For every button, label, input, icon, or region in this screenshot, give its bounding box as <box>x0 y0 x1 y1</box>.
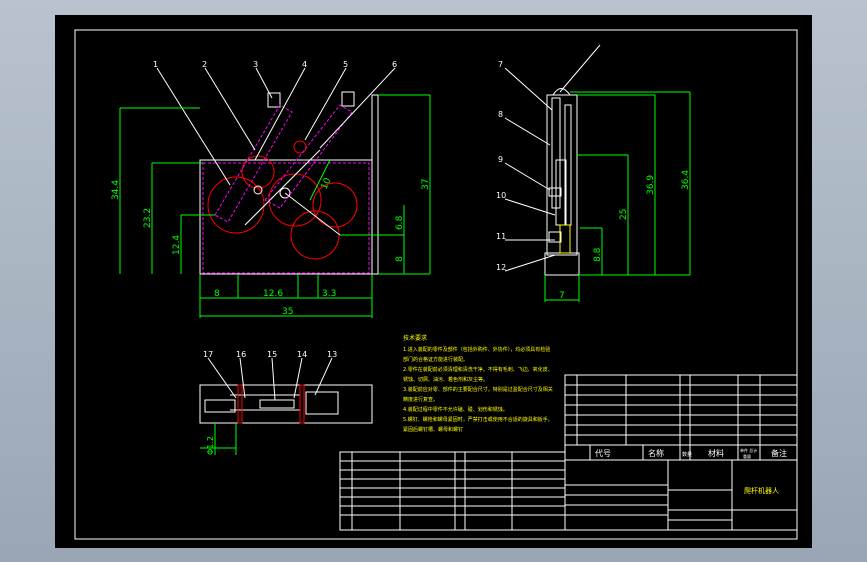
dim-text: Φ1.2 <box>206 436 215 455</box>
title-col-material: 材料 <box>708 448 724 458</box>
title-block: 代号 名称 数量 材料 单件 总计 重量 备注 爬杆机器人 <box>564 444 798 531</box>
title-col-mass: 重量 <box>743 453 751 459</box>
sheet-border <box>74 29 798 540</box>
note-line: 紧固后螺钉槽、螺母和螺钉 <box>403 426 463 433</box>
part-number: 6 <box>392 60 397 69</box>
note-line: 5.螺钉、螺栓和螺母紧固时，严禁打击或使用不合适的旋具和扳手。 <box>403 416 553 423</box>
front-view: 1 2 3 4 5 6 34.4 23.2 12.4 37 6.8 8 10 8… <box>111 60 431 318</box>
notes-title: 技术要求 <box>403 334 427 342</box>
title-col-weight: 单件 总计 <box>740 447 757 453</box>
part-number: 5 <box>343 60 348 69</box>
part-number: 15 <box>267 350 277 359</box>
part-number: 9 <box>498 155 503 164</box>
dim-text: 12.4 <box>172 235 182 255</box>
part-number: 3 <box>253 60 258 69</box>
part-number: 2 <box>202 60 207 69</box>
dim-text: 7 <box>559 291 565 301</box>
dim-text: 36.4 <box>681 170 691 190</box>
title-col-code: 代号 <box>595 448 611 458</box>
part-number: 10 <box>496 191 506 200</box>
dim-text: 37 <box>421 179 431 190</box>
dim-text: 8 <box>214 289 220 299</box>
part-number: 8 <box>498 110 503 119</box>
dim-text: 36.9 <box>646 175 656 195</box>
dim-text: 34.4 <box>111 180 121 200</box>
technical-notes: 技术要求 1.进入装配的零件及部件（包括外购件、外协件），均必须具有检验 部门的… <box>403 334 553 433</box>
part-number: 11 <box>496 232 506 241</box>
note-line: 1.进入装配的零件及部件（包括外购件、外协件），均必须具有检验 <box>403 346 550 353</box>
product-name: 爬杆机器人 <box>744 486 779 495</box>
dim-text: 12.6 <box>263 289 283 299</box>
note-line: 3.装配前应对零、部件的主要配合尺寸，特别是过盈配合尺寸及相关 <box>403 386 553 393</box>
part-number: 12 <box>496 263 506 272</box>
note-line: 4.装配过程中零件不允许磕、碰、划伤和锈蚀。 <box>403 406 508 413</box>
dim-text: 3.3 <box>322 289 336 299</box>
part-number: 16 <box>236 350 246 359</box>
side-view: 7 8 9 10 11 12 36.4 36.9 25 8.8 7 <box>496 44 691 302</box>
part-number: 14 <box>297 350 307 359</box>
part-number: 13 <box>327 350 337 359</box>
dim-text: 10 <box>320 176 334 191</box>
title-col-remark: 备注 <box>771 448 787 458</box>
drawing-sheet <box>55 15 812 548</box>
note-line: 精度进行复查。 <box>403 396 438 403</box>
part-number: 1 <box>153 60 158 69</box>
dim-text: 25 <box>619 209 629 220</box>
dim-text: 6.8 <box>395 215 405 230</box>
dim-text: 23.2 <box>143 208 153 228</box>
title-col-name: 名称 <box>648 448 664 458</box>
title-col-qty: 数量 <box>682 451 692 458</box>
dim-text: 8.8 <box>593 247 603 262</box>
part-number: 4 <box>302 60 307 69</box>
parts-list-lower <box>339 451 566 531</box>
note-line: 部门的合格证方能进行装配。 <box>403 356 468 363</box>
note-line: 2.零件在装配前必须清理和清洗干净，不得有毛刺、飞边、氧化皮、 <box>403 366 553 373</box>
note-line: 锈蚀、切屑、油污、着色剂和灰尘等。 <box>403 376 488 383</box>
bottom-view: 17 16 15 14 13 Φ1.2 <box>199 350 373 455</box>
dim-text: 8 <box>395 256 405 262</box>
dim-text: 35 <box>282 307 293 317</box>
part-number: 17 <box>203 350 213 359</box>
part-number: 7 <box>498 60 503 69</box>
